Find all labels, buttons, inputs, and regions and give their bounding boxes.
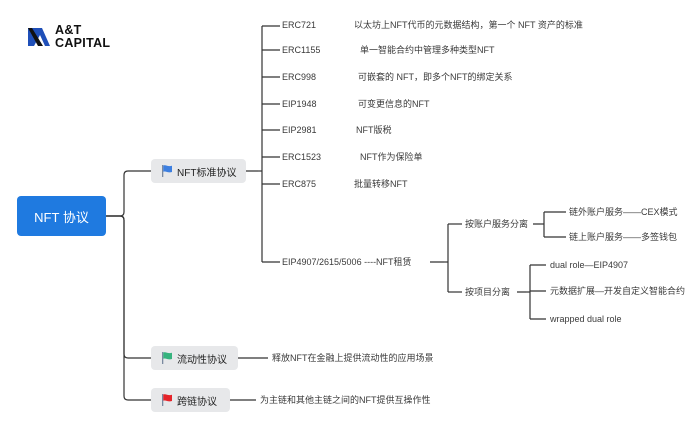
standard-code-erc1523: ERC1523 — [282, 152, 322, 162]
connector-root-standards — [106, 170, 151, 217]
standard-desc-eip2981: NFT版税 — [356, 125, 392, 135]
logo-mark-icon — [28, 28, 50, 46]
blue-flag-icon — [162, 165, 172, 177]
standard-desc-erc998: 可嵌套的 NFT，即多个NFT的绑定关系 — [358, 72, 513, 82]
connector-rental-trunk — [430, 224, 449, 292]
branch-project-separation: 按项目分离 — [465, 287, 511, 297]
logo-text: A&T CAPITAL — [55, 24, 110, 49]
category-label: 流动性协议 — [177, 354, 227, 366]
branch-account-separation: 按账户服务分离 — [465, 219, 529, 229]
category-label: 跨链协议 — [177, 396, 217, 408]
red-flag-icon — [162, 394, 172, 406]
root-label: NFT 协议 — [34, 209, 89, 225]
standard-desc-eip1948: 可变更信息的NFT — [358, 99, 430, 109]
leaf-onchain-account: 链上账户服务——多签钱包 — [569, 232, 678, 242]
category-crosschain[interactable]: 跨链协议 — [151, 388, 230, 412]
logo: A&T CAPITAL — [26, 24, 136, 52]
standard-code-eip1948: EIP1948 — [282, 99, 317, 109]
crosschain-description: 为主链和其他主链之间的NFT提供互操作性 — [260, 395, 431, 405]
standard-code-erc721: ERC721 — [282, 20, 317, 30]
standard-code-erc1155: ERC1155 — [282, 45, 321, 55]
green-flag-icon — [162, 352, 172, 364]
standard-code-erc998: ERC998 — [282, 72, 317, 82]
rental-node: EIP4907/2615/5006 ----NFT租赁 — [282, 257, 412, 267]
logo-line-1: A&T — [55, 23, 82, 37]
standard-desc-erc875: 批量转移NFT — [354, 179, 408, 189]
standard-desc-erc1155: 单一智能合约中管理多种类型NFT — [360, 45, 495, 55]
standard-desc-erc1523: NFT作为保险单 — [360, 152, 423, 162]
standard-code-eip2981: EIP2981 — [282, 125, 317, 135]
category-nft-standards[interactable]: NFT标准协议 — [151, 159, 246, 183]
logo-line-2: CAPITAL — [55, 35, 111, 50]
connector-standards-trunk — [246, 26, 263, 262]
connector-root-liquidity — [106, 215, 151, 359]
liquidity-description: 释放NFT在金融上提供流动性的应用场景 — [272, 353, 434, 363]
category-liquidity[interactable]: 流动性协议 — [151, 346, 238, 370]
connector-root-crosschain — [106, 215, 151, 401]
root-node[interactable]: NFT 协议 — [17, 196, 106, 236]
category-label: NFT标准协议 — [177, 167, 237, 179]
leaf-wrapped-dual-role: wrapped dual role — [550, 314, 622, 324]
standard-desc-erc721: 以太坊上NFT代币的元数据结构，第一个 NFT 资产的标准 — [354, 20, 583, 30]
leaf-dual-role: dual role—EIP4907 — [550, 260, 629, 270]
standard-code-erc875: ERC875 — [282, 179, 317, 189]
leaf-offchain-account: 链外账户服务——CEX模式 — [569, 207, 678, 217]
leaf-metadata-extension: 元数据扩展—开发自定义智能合约 — [550, 286, 686, 296]
